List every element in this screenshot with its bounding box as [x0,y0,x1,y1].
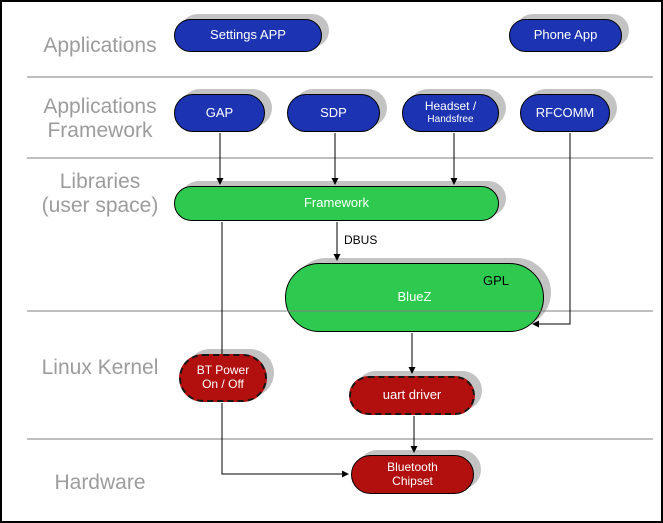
edge-framework-to-chipset [221,403,349,478]
node-uart-driver: uart driver [349,376,475,415]
node-bt-power-label-line1: BT Power [196,363,250,378]
node-sdp-label: SDP [320,104,347,120]
node-framework-label: Framework [303,195,369,211]
node-rfcomm-label: RFCOMM [535,104,595,120]
node-headset-handsfree: Headset / Handsfree [402,94,499,132]
node-bluez: GPL BlueZ [285,263,544,332]
node-settings-app-label: Settings APP [210,27,286,43]
node-phone-app: Phone App [509,19,622,52]
edge-label-dbus: DBUS [344,233,378,247]
section-label-line: Applications [43,34,157,57]
node-bt-power: BT Power On / Off [179,354,267,402]
node-headset-label-line2: Handsfree [427,114,474,126]
section-label-linux-kernel: Linux Kernel [20,356,180,380]
node-sdp: SDP [287,94,380,132]
node-framework: Framework [174,186,499,221]
node-bt-power-label-line2: On / Off [202,377,244,391]
section-label-hardware: Hardware [20,471,180,495]
node-bluetooth-chipset-label-line2: Chipset [392,473,433,488]
node-bluez-label: BlueZ [397,289,432,305]
section-label-line: Linux Kernel [41,356,159,379]
node-headset-label-line1: Headset / [424,99,477,114]
node-uart-driver-label: uart driver [382,387,442,403]
node-phone-app-label: Phone App [533,27,598,43]
node-settings-app: Settings APP [174,19,322,52]
section-label-line: (user space) [41,194,159,217]
section-label-line: Framework [47,119,153,142]
section-label-libraries-user-space: Libraries (user space) [20,170,180,218]
node-rfcomm: RFCOMM [520,94,610,132]
node-bluez-gpl-tag: GPL [482,273,509,288]
section-label-line: Libraries [59,170,141,193]
section-label-applications-framework: Applications Framework [20,95,180,143]
node-bluetooth-chipset-label-line1: Bluetooth [387,459,438,474]
node-bluetooth-chipset: Bluetooth Chipset [351,455,474,494]
node-gap: GAP [174,94,265,132]
section-label-line: Hardware [54,471,146,494]
section-label-applications: Applications [20,34,180,58]
section-label-line: Applications [43,95,157,118]
node-gap-label: GAP [205,104,234,120]
